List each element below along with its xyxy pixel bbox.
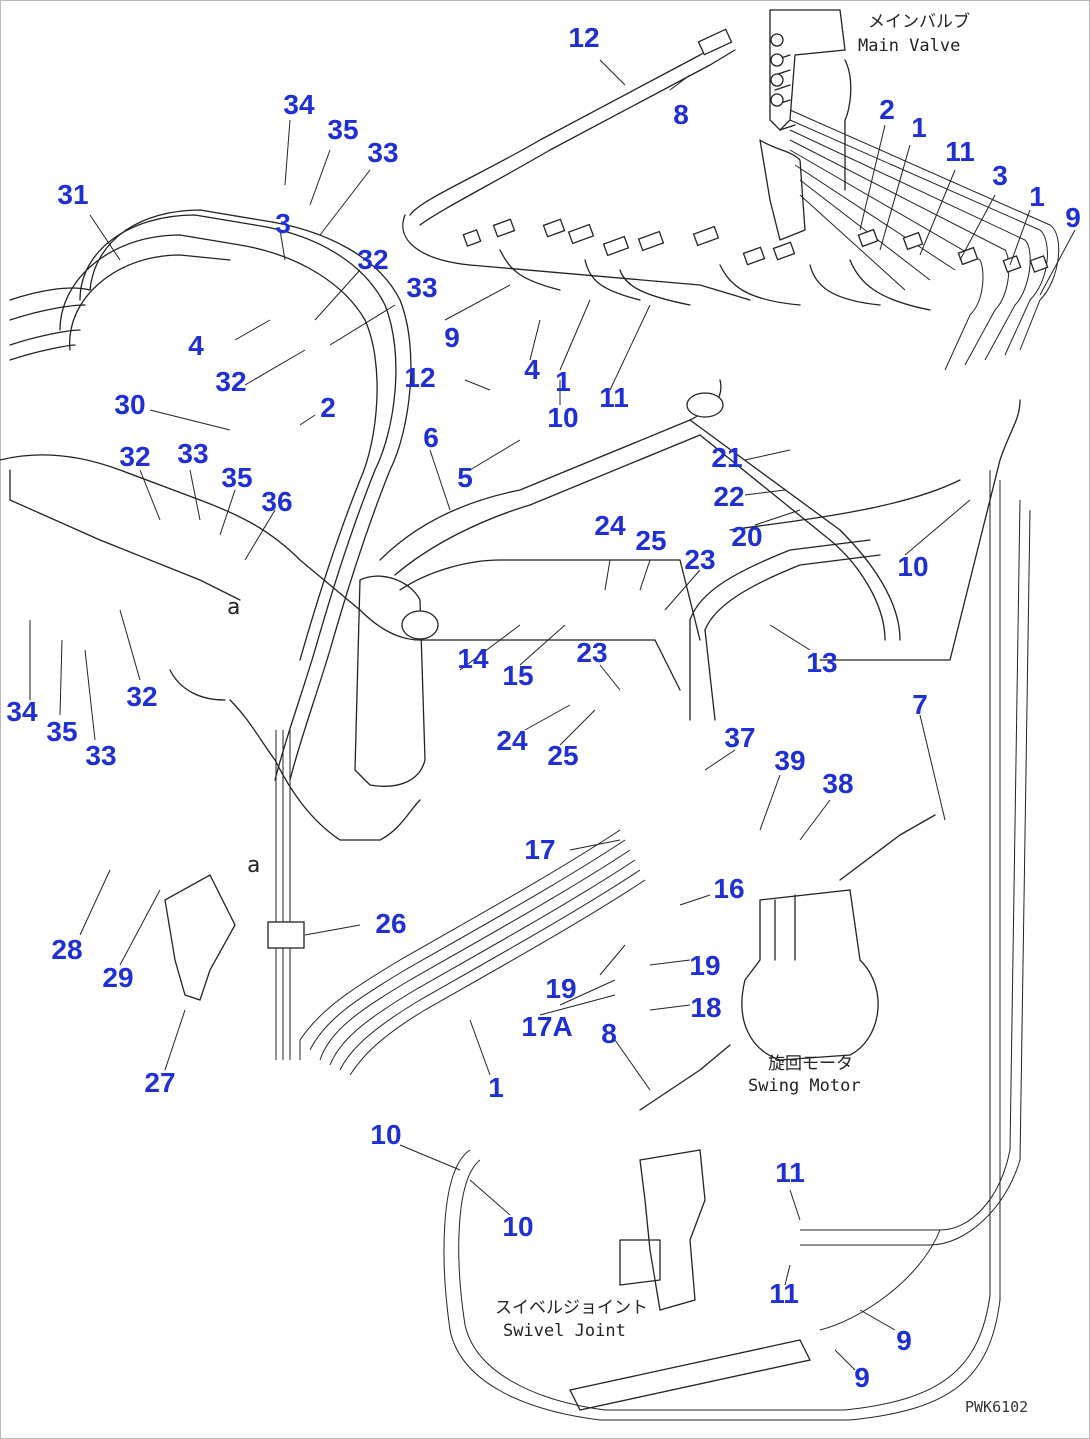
view-mark-a-lower: a xyxy=(247,853,261,878)
callout-label: 27 xyxy=(144,1067,176,1098)
callout-label: 9 xyxy=(896,1325,912,1356)
clamp-26 xyxy=(267,921,305,949)
swing-motor-label-en: Swing Motor xyxy=(748,1076,861,1096)
hose-8 xyxy=(639,1044,731,1111)
frame-structure xyxy=(169,379,1021,841)
valve-hose-bundle xyxy=(789,109,1060,371)
callout-label: 23 xyxy=(684,544,716,575)
callout-label: 8 xyxy=(601,1018,617,1049)
swivel-joint xyxy=(569,1149,811,1411)
callout-label: 38 xyxy=(822,768,854,799)
fitting-row xyxy=(462,218,1049,311)
callout-label: 17A xyxy=(521,1011,573,1042)
callout-label: 32 xyxy=(357,244,389,275)
callout-label: 18 xyxy=(690,992,722,1023)
callout-label: 20 xyxy=(731,521,763,552)
swivel-joint-label-ja: スイベルジョイント xyxy=(495,1298,648,1318)
callout-label: 11 xyxy=(945,136,975,167)
main-valve-label-ja: メインバルブ xyxy=(868,12,970,32)
swivel-hose-loop xyxy=(443,470,1031,1421)
callout-label: 11 xyxy=(769,1278,799,1309)
bracket-27 xyxy=(164,874,236,1001)
callout-label: 24 xyxy=(594,510,626,541)
callout-label: 4 xyxy=(524,354,540,385)
callout-label: 34 xyxy=(283,89,315,120)
callout-label: 1 xyxy=(911,112,927,143)
bracket-pipe-13 xyxy=(689,539,881,721)
callout-label: 36 xyxy=(261,486,293,517)
callout-label: 26 xyxy=(375,908,407,939)
callout-label: 28 xyxy=(51,934,83,965)
hose-7 xyxy=(839,814,936,881)
callout-label: 15 xyxy=(502,660,534,691)
callout-label: 1 xyxy=(1029,181,1045,212)
callout-label: 1 xyxy=(488,1072,504,1103)
swivel-joint-label-en: Swivel Joint xyxy=(503,1321,626,1341)
main-valve xyxy=(759,9,852,241)
upper-hose xyxy=(402,28,751,301)
callout-label: 12 xyxy=(568,22,600,53)
callout-label: 17 xyxy=(524,834,556,865)
callout-label: 9 xyxy=(854,1362,870,1393)
callout-label: 35 xyxy=(221,462,253,493)
callout-label: 10 xyxy=(897,551,929,582)
callout-label: 5 xyxy=(457,462,473,493)
callout-label: 35 xyxy=(327,114,359,145)
leader-lines xyxy=(29,59,1076,1371)
callout-label: 37 xyxy=(724,722,756,753)
callout-label: 29 xyxy=(102,962,134,993)
lower-hose-bundle xyxy=(275,730,646,1076)
callout-label: 1 xyxy=(555,366,571,397)
callout-label: 25 xyxy=(635,525,667,556)
callout-label: 39 xyxy=(774,745,806,776)
main-valve-label-en: Main Valve xyxy=(858,36,961,56)
callout-label: 35 xyxy=(46,716,78,747)
callout-label: 11 xyxy=(599,382,629,413)
callout-label: 32 xyxy=(215,366,247,397)
swing-motor xyxy=(741,889,879,1061)
callout-label: 33 xyxy=(367,137,399,168)
callout-label: 31 xyxy=(57,179,89,210)
callout-label: 6 xyxy=(423,422,439,453)
callout-label: 34 xyxy=(6,696,38,727)
callout-label: 30 xyxy=(114,389,146,420)
callout-label: 8 xyxy=(673,99,689,130)
callout-label: 7 xyxy=(912,689,928,720)
callout-label: 11 xyxy=(775,1157,805,1188)
callout-label: 23 xyxy=(576,637,608,668)
view-mark-a-upper: a xyxy=(227,595,241,620)
left-hose-loop xyxy=(0,209,421,781)
swing-motor-label-ja: 旋回モータ xyxy=(768,1054,853,1074)
callout-label: 4 xyxy=(188,330,204,361)
callout-label: 2 xyxy=(879,94,895,125)
callout-label: 10 xyxy=(370,1119,402,1150)
callout-label: 19 xyxy=(689,950,721,981)
callout-label: 12 xyxy=(404,362,436,393)
callout-label: 3 xyxy=(275,208,291,239)
callout-label: 19 xyxy=(545,973,577,1004)
callout-label: 24 xyxy=(496,725,528,756)
callout-label: 33 xyxy=(177,438,209,469)
callout-label: 32 xyxy=(119,441,151,472)
drawing-code: PWK6102 xyxy=(965,1398,1029,1416)
callout-label: 10 xyxy=(547,402,579,433)
callout-label: 14 xyxy=(457,643,489,674)
callout-label: 10 xyxy=(502,1211,534,1242)
callout-label: 25 xyxy=(547,740,579,771)
callout-label: 32 xyxy=(126,681,158,712)
callout-label: 9 xyxy=(1065,202,1081,233)
callout-label: 21 xyxy=(711,442,743,473)
callout-label: 33 xyxy=(85,740,117,771)
callout-label: 22 xyxy=(713,481,745,512)
callout-label: 9 xyxy=(444,322,460,353)
callout-label: 33 xyxy=(406,272,438,303)
callout-label: 16 xyxy=(713,873,745,904)
callout-label: 13 xyxy=(806,647,838,678)
callout-label: 3 xyxy=(992,160,1008,191)
callout-label: 2 xyxy=(320,392,336,423)
